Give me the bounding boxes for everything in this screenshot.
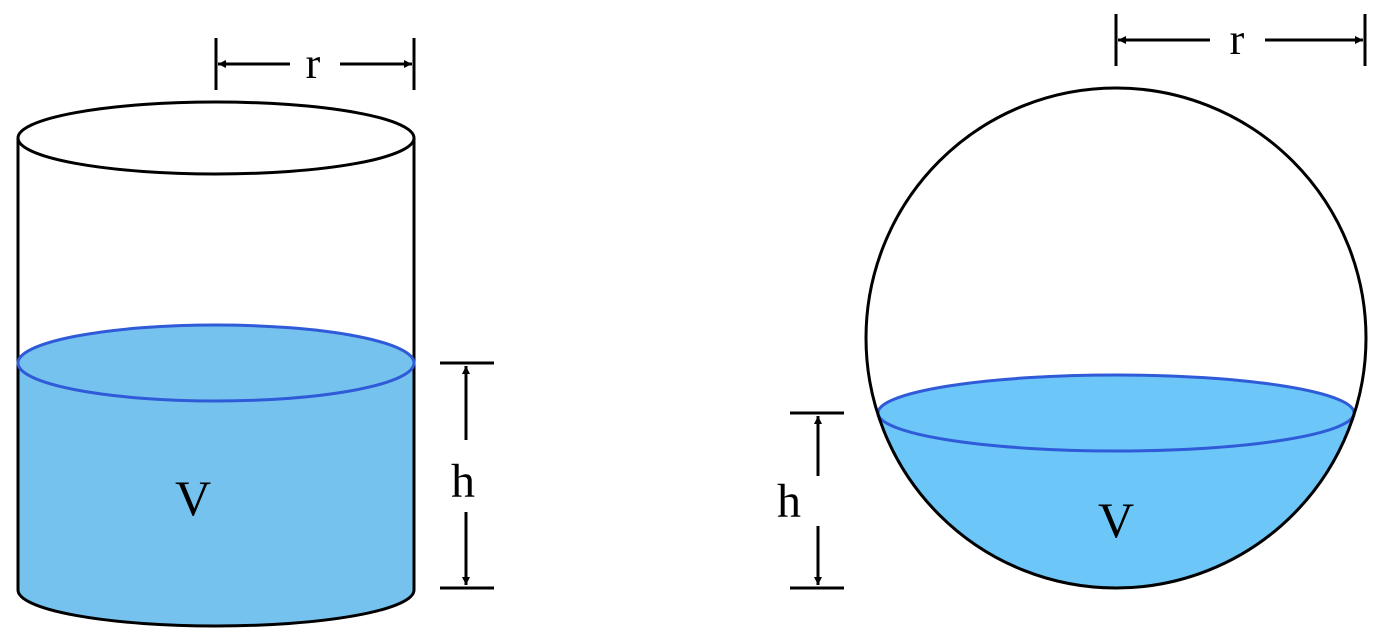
sphere-height-label: h bbox=[777, 475, 801, 528]
cylinder-liquid-surface bbox=[16, 323, 416, 403]
cylinder-figure: r h V bbox=[16, 38, 494, 628]
cylinder-height-label: h bbox=[451, 455, 475, 508]
cylinder-radius-label: r bbox=[306, 39, 321, 88]
cylinder-radius-dimension: r bbox=[214, 38, 416, 90]
cylinder-liquid bbox=[18, 363, 414, 626]
sphere-outline bbox=[864, 86, 1368, 590]
sphere-radius-label: r bbox=[1230, 15, 1245, 64]
sphere-height-dimension: h bbox=[777, 411, 844, 590]
cylinder-top-rim bbox=[16, 100, 416, 176]
cylinder-bottom-edge bbox=[16, 589, 416, 628]
sphere-liquid-surface bbox=[876, 373, 1356, 453]
cylinder-volume-label: V bbox=[175, 470, 211, 526]
sphere-figure: r h V bbox=[777, 14, 1368, 590]
sphere-radius-dimension: r bbox=[1114, 14, 1367, 66]
cylinder-height-dimension: h bbox=[440, 361, 494, 590]
sphere-volume-label: V bbox=[1098, 492, 1134, 548]
